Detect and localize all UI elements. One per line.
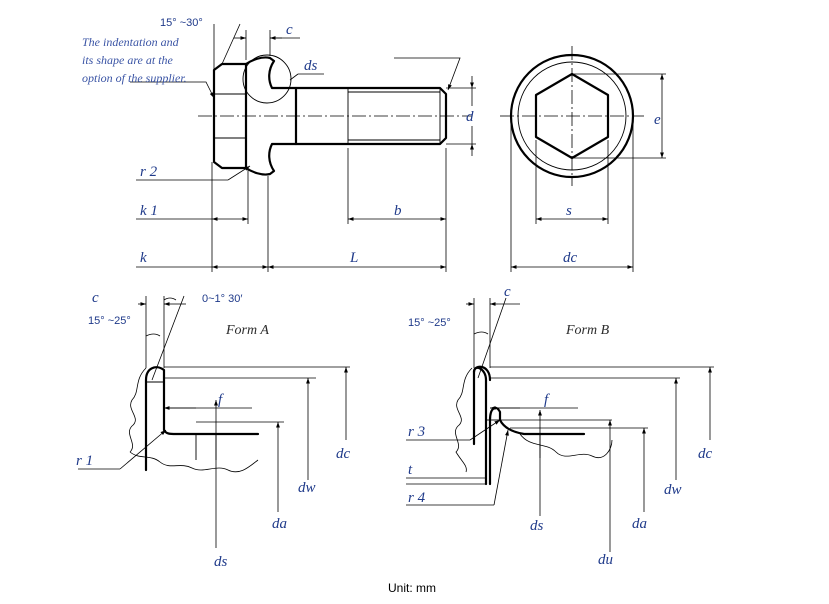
label-c-form-b: c xyxy=(504,284,511,300)
label-L: L xyxy=(349,250,358,266)
label-r4: r 4 xyxy=(408,490,426,506)
bolt-side-view xyxy=(130,23,476,272)
label-b: b xyxy=(394,203,402,219)
label-ds-form-a: ds xyxy=(214,554,228,570)
label-dw-form-a: dw xyxy=(298,480,316,496)
label-s: s xyxy=(566,203,572,219)
label-f-form-b: f xyxy=(544,392,550,408)
form-b-chamfer-angle: 15° ~25° xyxy=(408,317,451,329)
label-dc-form-a: dc xyxy=(336,446,351,462)
form-a-detail xyxy=(78,295,350,548)
bolt-end-view xyxy=(500,46,666,272)
form-b-title: Form B xyxy=(565,323,610,338)
label-c-top: c xyxy=(286,22,293,38)
unit-label: Unit: mm xyxy=(388,581,436,595)
label-c-form-a: c xyxy=(92,290,99,306)
label-dc-form-b: dc xyxy=(698,446,713,462)
label-da-form-b: da xyxy=(632,516,647,532)
label-r3: r 3 xyxy=(408,424,425,440)
label-k: k xyxy=(140,250,147,266)
form-a-underhead-angle: 0~1° 30′ xyxy=(202,293,242,305)
label-d: d xyxy=(466,109,474,125)
label-k1: k 1 xyxy=(140,203,158,219)
label-f-form-a: f xyxy=(218,392,224,408)
supplier-note-line-1: The indentation and xyxy=(82,35,180,49)
supplier-note-line-2: its shape are at the xyxy=(82,53,174,67)
label-da-form-a: da xyxy=(272,516,287,532)
form-b-detail xyxy=(406,297,714,552)
label-dc-top: dc xyxy=(563,250,578,266)
label-dw-form-b: dw xyxy=(664,482,682,498)
label-ds-form-b: ds xyxy=(530,518,544,534)
form-a-title: Form A xyxy=(225,323,269,338)
label-r1: r 1 xyxy=(76,453,93,469)
label-r2: r 2 xyxy=(140,164,158,180)
head-angle-label: 15° ~30° xyxy=(160,17,203,29)
supplier-note-line-3: option of the supplier. xyxy=(82,71,187,85)
label-du-form-b: du xyxy=(598,552,613,568)
label-ds-top: ds xyxy=(304,58,318,74)
form-a-chamfer-angle: 15° ~25° xyxy=(88,315,131,327)
label-t: t xyxy=(408,462,413,478)
label-e: e xyxy=(654,112,661,128)
